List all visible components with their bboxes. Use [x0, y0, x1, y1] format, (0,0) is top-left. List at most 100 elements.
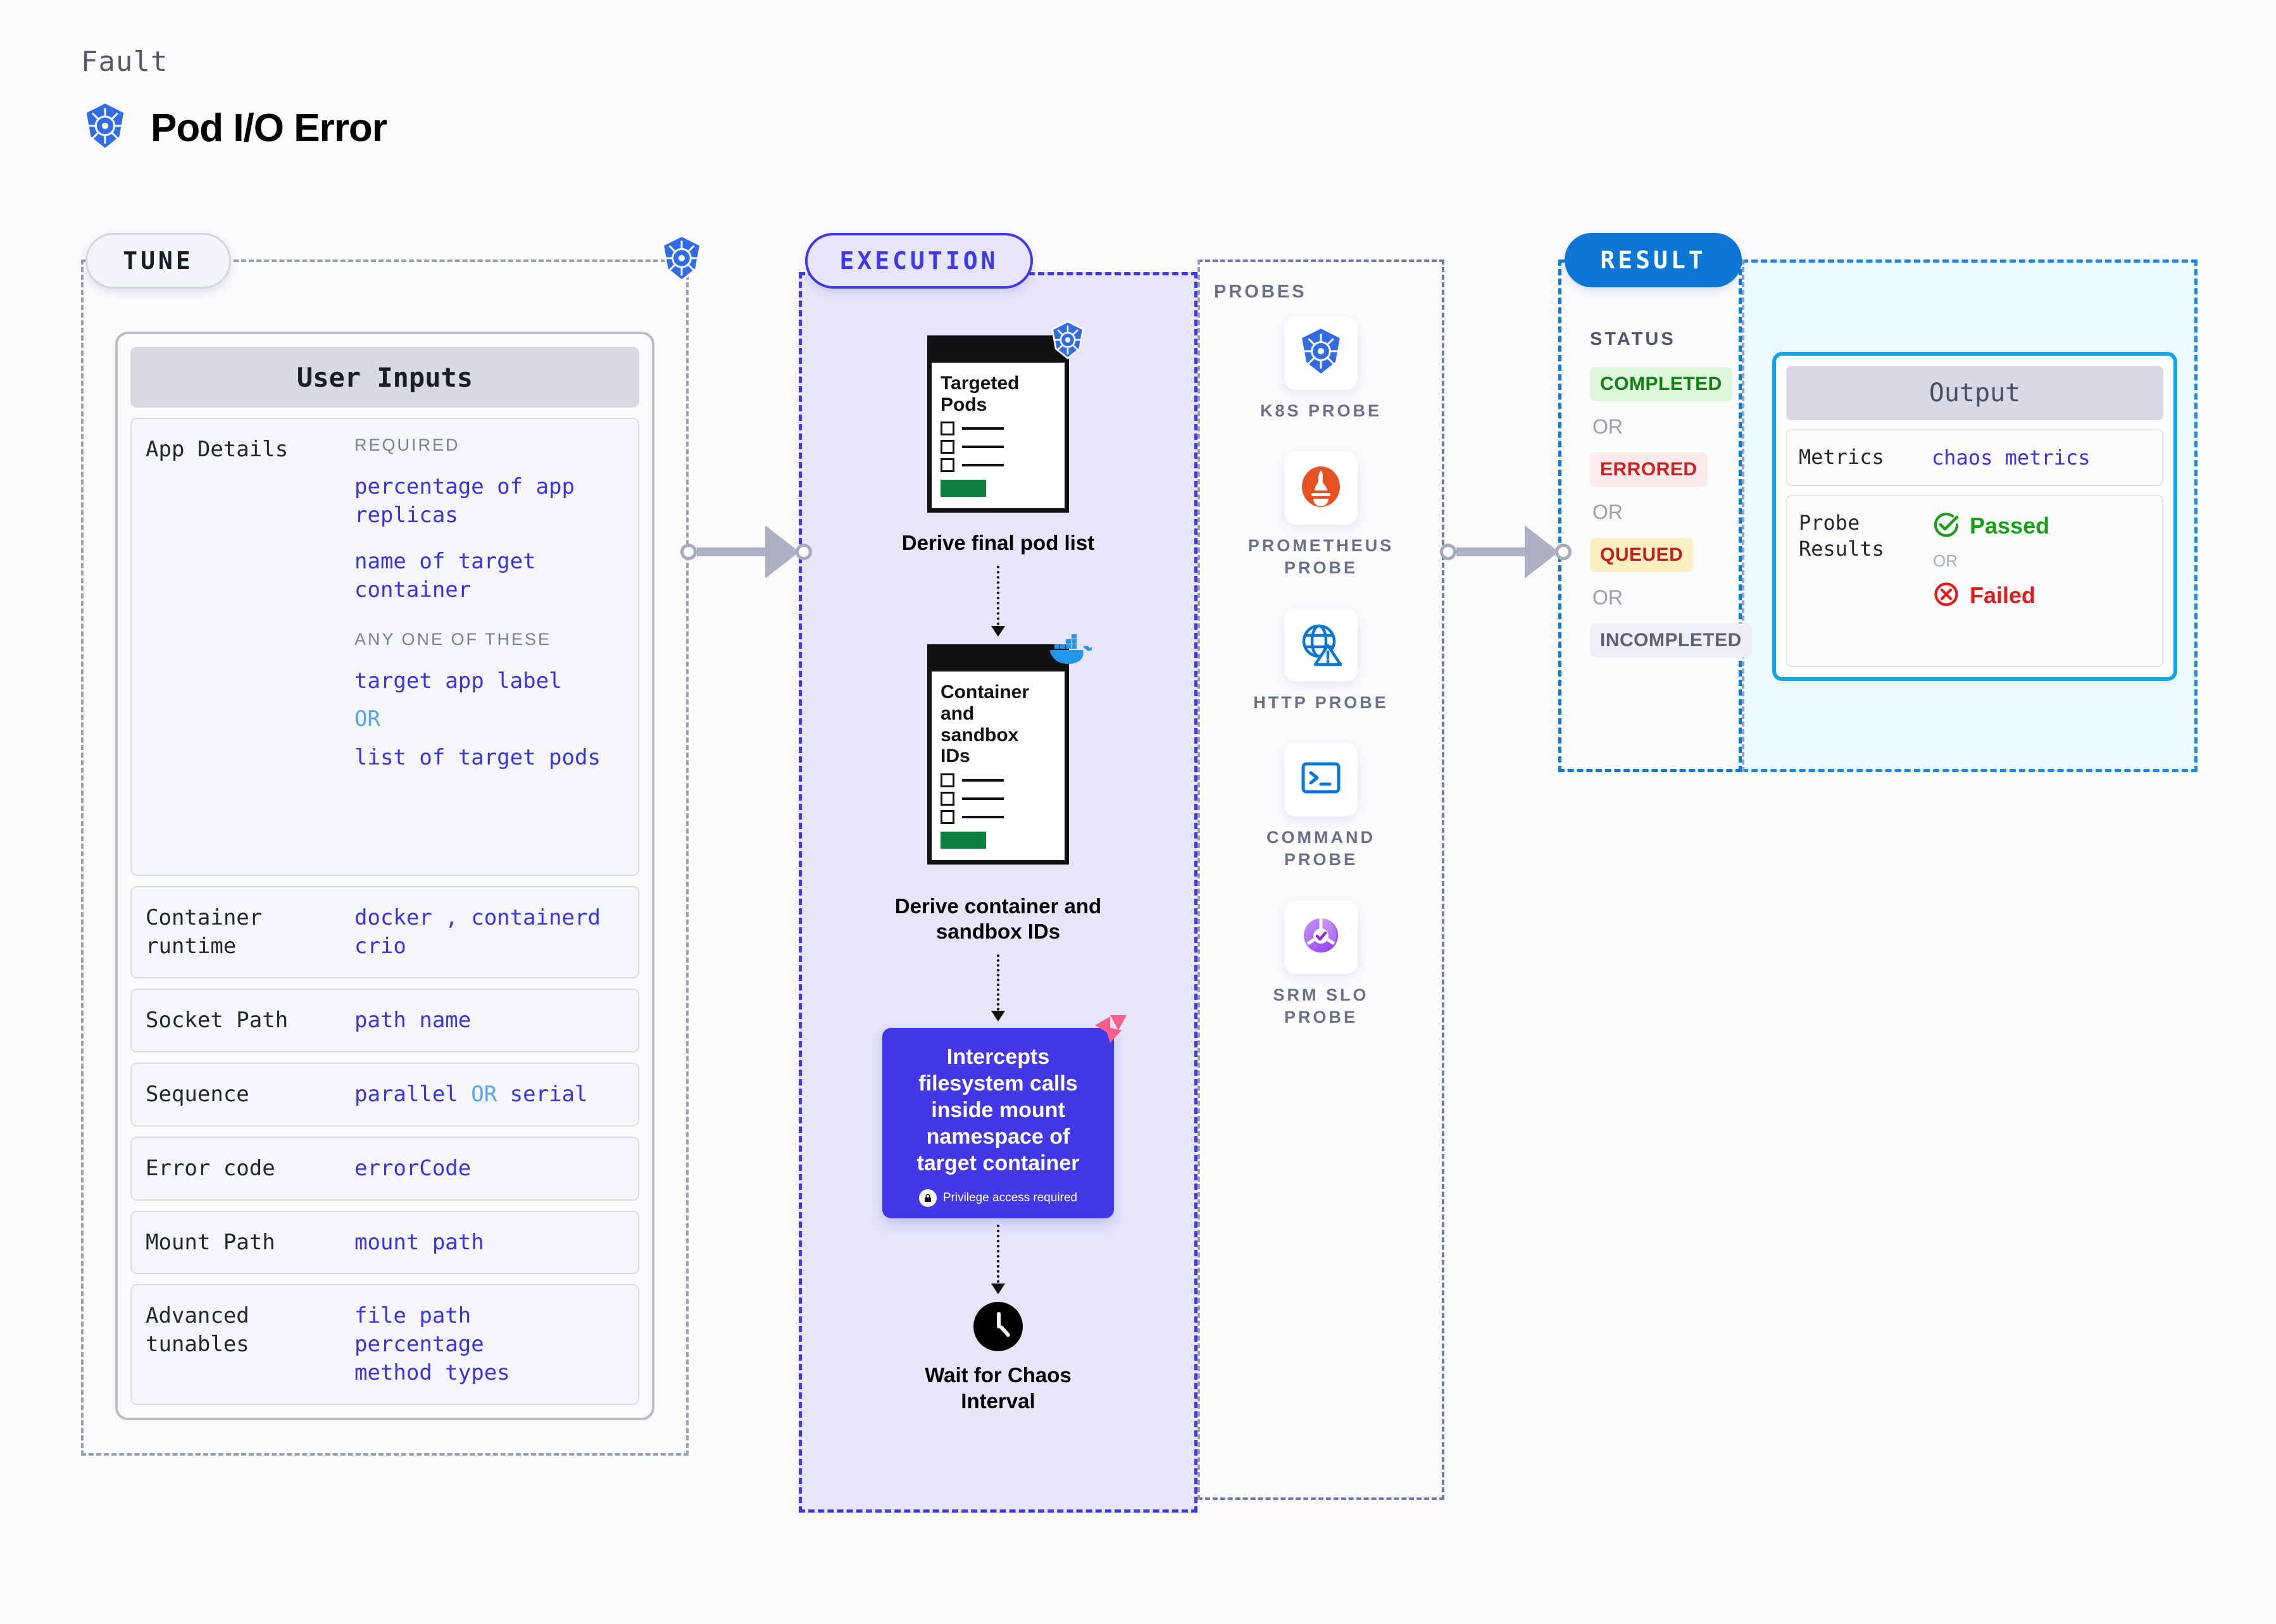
- status-badge-queued: QUEUED: [1590, 538, 1694, 572]
- field-values: docker , containerd crio: [354, 904, 601, 961]
- stage-pill-tune[interactable]: TUNE: [85, 233, 231, 289]
- status-badge-completed: COMPLETED: [1590, 367, 1732, 401]
- probe-result-values: Passed OR Failed: [1932, 510, 2049, 652]
- output-field-metrics[interactable]: Metrics chaos metrics: [1786, 429, 2163, 486]
- value-docker-containerd: docker , containerd: [354, 905, 601, 931]
- green-bar: [941, 831, 986, 849]
- terminal-icon: [1298, 759, 1344, 801]
- caption-any-one-of-these: ANY ONE OF THESE: [354, 629, 552, 649]
- list-item: [941, 422, 1056, 436]
- exec-step-label-line2: sandbox IDs: [935, 920, 1061, 944]
- card-title-line2: and: [941, 703, 975, 725]
- globe-warning-icon: [1297, 620, 1344, 670]
- fault-title-row: Pod I/O Error: [81, 101, 387, 155]
- value-parallel: parallel: [354, 1081, 472, 1107]
- field-values: mount path: [354, 1228, 484, 1257]
- value-method-types: method types: [354, 1360, 510, 1386]
- field-app-details[interactable]: App Details REQUIRED percentage of app r…: [130, 418, 639, 877]
- field-label: Sequence: [146, 1081, 249, 1107]
- field-advanced-tunables[interactable]: Advanced tunables file path percentage m…: [130, 1284, 639, 1405]
- field-socket-path[interactable]: Socket Path path name: [130, 988, 639, 1052]
- kubernetes-icon: [1049, 320, 1087, 364]
- connector-execution-to-result: [1440, 525, 1572, 578]
- value-sequence: parallel OR serial: [354, 1080, 587, 1109]
- connector-dot: [680, 544, 697, 560]
- card-topbar: [932, 340, 1065, 363]
- list-item: [941, 458, 1056, 473]
- probe-result-passed: Passed: [1932, 510, 2049, 542]
- field-sequence[interactable]: Sequence parallel OR serial: [130, 1062, 639, 1127]
- checkbox-icon: [941, 458, 954, 473]
- field-values: parallel OR serial: [354, 1080, 587, 1109]
- targeted-pods-card: Targeted Pods: [927, 335, 1069, 513]
- connector-arrowhead: [1525, 525, 1559, 578]
- probes-panel: [1197, 259, 1444, 1500]
- field-mount-path[interactable]: Mount Path mount path: [130, 1210, 639, 1275]
- probe-label: PROMETHEUS PROBE: [1248, 535, 1394, 579]
- privilege-note: Privilege access required: [895, 1189, 1101, 1208]
- checkbox-icon: [941, 422, 954, 436]
- rule: [962, 427, 1004, 430]
- rule: [962, 815, 1004, 818]
- field-label: Container runtime: [146, 904, 354, 961]
- probe-item-srm-slo[interactable]: SRM SLO PROBE: [1273, 900, 1369, 1028]
- exec-step-intercepts[interactable]: Intercepts filesystem calls inside mount…: [882, 1015, 1127, 1219]
- exec-step-label-line1: Derive container and: [894, 894, 1102, 918]
- probe-label-line2: PROBE: [1284, 850, 1358, 870]
- stage-pill-execution[interactable]: EXECUTION: [805, 233, 1033, 289]
- field-label: App Details: [146, 437, 289, 462]
- or-label: OR: [1592, 415, 1623, 438]
- status-badge-incompleted: INCOMPLETED: [1590, 623, 1752, 658]
- probe-label: COMMAND PROBE: [1266, 827, 1375, 871]
- field-label-line1: Advanced: [146, 1303, 249, 1329]
- probe-result-passed-label: Passed: [1970, 513, 2050, 539]
- field-error-code[interactable]: Error code errorCode: [130, 1136, 639, 1201]
- srm-slo-icon: [1297, 912, 1344, 962]
- exec-step-label: Wait for Chaos Interval: [925, 1363, 1072, 1414]
- kubernetes-icon: [81, 101, 129, 155]
- exec-step-label: Derive container and sandbox IDs: [895, 894, 1101, 945]
- value-name-of-target: name of target: [354, 548, 536, 574]
- card-body: Targeted Pods: [932, 363, 1065, 508]
- kubernetes-icon: [1297, 327, 1344, 380]
- probe-item-command[interactable]: COMMAND PROBE: [1266, 743, 1375, 871]
- stage-pill-result[interactable]: RESULT: [1565, 233, 1742, 287]
- value-crio: crio: [354, 934, 406, 959]
- rule: [962, 778, 1004, 782]
- user-inputs-card: User Inputs App Details REQUIRED percent…: [115, 332, 654, 1420]
- probe-item-http[interactable]: HTTP PROBE: [1253, 608, 1389, 714]
- probe-tile[interactable]: [1284, 316, 1358, 390]
- lock-icon: [918, 1189, 937, 1208]
- output-field-label: Probe Results: [1799, 510, 1932, 652]
- card-title-line1: Container: [941, 682, 1030, 703]
- connector-dot: [1555, 544, 1572, 560]
- flow-arrow: [991, 566, 1005, 637]
- rule: [962, 797, 1004, 800]
- field-label: Mount Path: [146, 1229, 275, 1255]
- probe-item-prometheus[interactable]: PROMETHEUS PROBE: [1248, 451, 1394, 579]
- probe-label-line1: SRM SLO: [1273, 985, 1369, 1004]
- status-badge-errored: ERRORED: [1590, 453, 1708, 487]
- or-label: OR: [1592, 501, 1623, 523]
- value-percentage-of-app: percentage of app: [354, 474, 575, 499]
- intercepts-text: Intercepts filesystem calls inside mount…: [916, 1045, 1080, 1175]
- prometheus-icon: [1297, 463, 1345, 514]
- exec-step-targeted-pods: Targeted Pods: [927, 320, 1084, 513]
- output-field-probe-results[interactable]: Probe Results Passed OR: [1786, 494, 2163, 667]
- output-field-label-line2: Results: [1799, 537, 1884, 561]
- or-label: OR: [1933, 551, 1958, 570]
- probe-tile[interactable]: [1284, 900, 1358, 974]
- exec-step-label-line1: Wait for Chaos: [925, 1363, 1072, 1387]
- clock-icon: [973, 1302, 1023, 1352]
- docker-icon: [1049, 634, 1095, 670]
- probes-list: K8S PROBE PROMETHEUS PROBE: [1197, 316, 1444, 1028]
- probe-tile[interactable]: [1284, 451, 1358, 525]
- probe-tile[interactable]: [1284, 608, 1358, 682]
- value-error-code: errorCode: [354, 1155, 472, 1181]
- probe-tile[interactable]: [1284, 743, 1358, 817]
- field-label: Advanced tunables: [146, 1302, 354, 1387]
- field-label-line2: tunables: [146, 1332, 249, 1358]
- probe-item-k8s[interactable]: K8S PROBE: [1260, 316, 1382, 422]
- field-container-runtime[interactable]: Container runtime docker , containerd cr…: [130, 886, 639, 978]
- probe-label-line2: PROBE: [1284, 1007, 1358, 1027]
